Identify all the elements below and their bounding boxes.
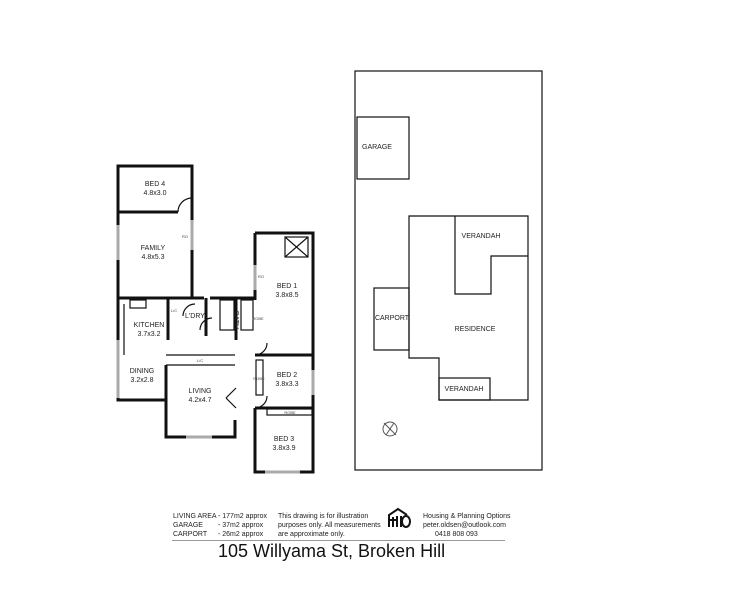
bed2-robe [255, 359, 264, 396]
room-label-dining: DINING [130, 368, 155, 375]
property-address: 105 Willyama St, Broken Hill [218, 541, 446, 561]
divider [172, 540, 505, 541]
room-label-living: LIVING [189, 388, 212, 395]
room-label-bed2: BED 2 [277, 372, 297, 379]
company-email: peter.oldsen@outlook.com [423, 522, 506, 529]
svg-text:RO: RO [258, 274, 264, 279]
company-info: Housing & Planning Options peter.oldsen@… [423, 512, 511, 539]
site-label-carport: CARPORT [375, 315, 410, 322]
company-name: Housing & Planning Options [423, 513, 511, 520]
north-arrow-icon [382, 421, 398, 437]
kitchen-sink [129, 299, 147, 309]
site-label-garage: GARAGE [362, 144, 392, 151]
kitchen-dining-walls [116, 298, 166, 402]
site-plan: GARAGE VERANDAH CARPORT RESIDENCE VERAND… [354, 70, 543, 471]
laundry-doors [182, 303, 213, 331]
bedroom-wing-walls [253, 231, 315, 474]
room-label-bed4: BED 4 [145, 181, 165, 188]
svg-text:RO: RO [182, 234, 188, 239]
room-label-bed1: BED 1 [277, 283, 297, 290]
svg-text:4.2x4.7: 4.2x4.7 [189, 397, 212, 404]
room-label-kitchen: KITCHEN [134, 322, 165, 329]
company-phone: 0418 808 093 [435, 531, 478, 538]
room-labels: BED 4 4.8x3.0 FAMILY 4.8x5.3 KITCHEN 3.7… [130, 181, 299, 452]
svg-text:3.8x3.3: 3.8x3.3 [276, 381, 299, 388]
svg-text:3.7x3.2: 3.7x3.2 [138, 331, 161, 338]
verandah-bottom-outline [438, 377, 491, 401]
site-label-verandah-bottom: VERANDAH [445, 386, 484, 393]
bath-tub [240, 299, 254, 331]
site-boundary [354, 70, 543, 471]
site-label-verandah: VERANDAH [462, 233, 501, 240]
garage-outline [356, 116, 410, 180]
svg-text:4.8x3.0: 4.8x3.0 [144, 190, 167, 197]
room-label-laundry: L'DRY [185, 313, 205, 320]
svg-text:3.8x3.9: 3.8x3.9 [273, 445, 296, 452]
bedroom-doors [225, 342, 268, 409]
area-summary: LIVING AREA- 177m2 approx GARAGE- 37m2 a… [173, 513, 268, 538]
ensuite-shower [284, 236, 309, 258]
svg-text:ROBE: ROBE [284, 410, 296, 415]
svg-text:ROBE: ROBE [253, 376, 265, 381]
svg-text:ROBE: ROBE [252, 316, 264, 321]
bed3-robe [266, 408, 313, 416]
room-label-bath: BATH [232, 311, 239, 329]
toilet-room [219, 299, 235, 331]
svg-text:3.8x8.5: 3.8x8.5 [276, 292, 299, 299]
verandah-top-outline [454, 216, 528, 295]
svg-text:3.2x2.8: 3.2x2.8 [131, 377, 154, 384]
svg-text:L/C: L/C [171, 308, 177, 313]
utility-walls [166, 296, 255, 340]
house-floor-plan [116, 164, 315, 474]
bed4-door [177, 197, 193, 213]
room-label-family: FAMILY [141, 245, 166, 252]
svg-text:L/C: L/C [197, 358, 203, 363]
residence-outline [408, 215, 529, 401]
carport-outline [373, 287, 410, 351]
room-label-bed3: BED 3 [274, 436, 294, 443]
hpo-logo [388, 507, 411, 528]
svg-text:4.8x5.3: 4.8x5.3 [142, 254, 165, 261]
site-label-residence: RESIDENCE [455, 326, 496, 333]
disclaimer: This drawing is for illustration purpose… [278, 513, 381, 538]
